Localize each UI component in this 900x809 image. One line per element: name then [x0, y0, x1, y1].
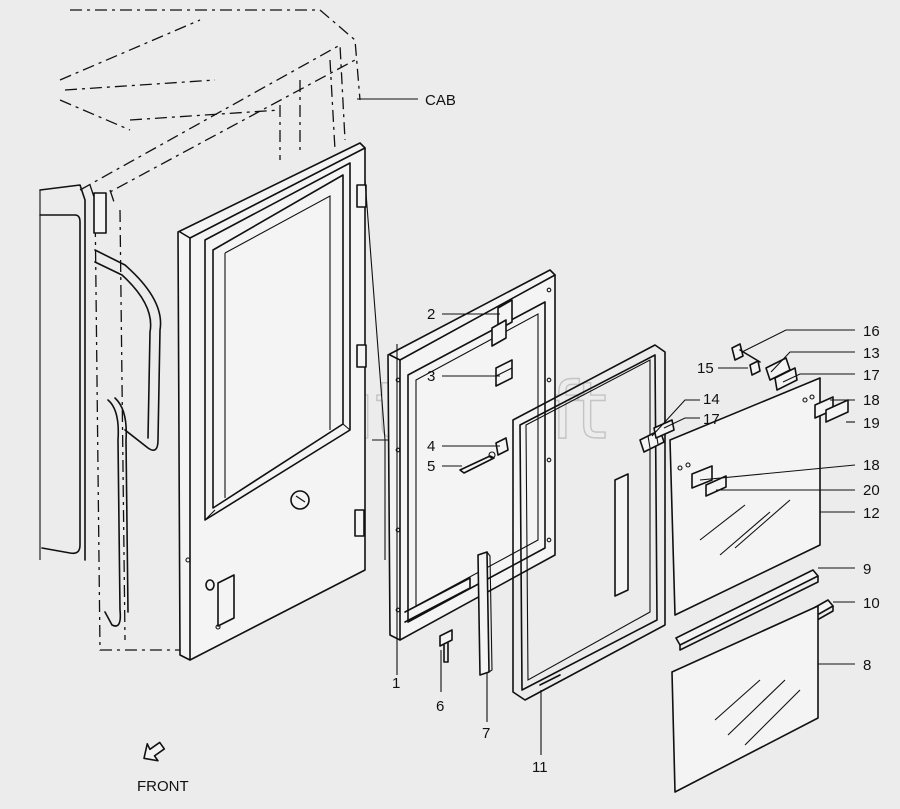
grab-handle: [94, 249, 162, 627]
callout-19: 19: [863, 415, 880, 432]
callout-8: 8: [863, 657, 871, 674]
part-8-lower-glass: [671, 605, 819, 793]
part-9-channel: [675, 569, 819, 651]
callout-1: 1: [392, 675, 400, 692]
callout-3: 3: [427, 368, 435, 385]
part-15-screw: [749, 360, 761, 376]
callout-14: 14: [703, 391, 720, 408]
cab-left-wall: [39, 184, 107, 561]
part-1-window-frame: [387, 269, 556, 641]
part-5-pin: [459, 451, 496, 474]
callout-17-lower: 17: [703, 411, 720, 428]
part-18-plate-lower: [691, 465, 713, 489]
part-20-pad: [705, 475, 727, 497]
callout-7: 7: [482, 725, 490, 742]
callout-2: 2: [427, 306, 435, 323]
callout-5: 5: [427, 458, 435, 475]
part-7-seal-strip: [477, 551, 493, 676]
leader-lines: [357, 98, 856, 755]
part-3-latch: [495, 359, 513, 387]
callout-4: 4: [427, 438, 435, 455]
cab-label: CAB: [425, 92, 456, 109]
front-label: FRONT: [137, 778, 189, 795]
part-11-seal-frame: [512, 344, 666, 701]
callout-15: 15: [697, 360, 714, 377]
callout-20: 20: [863, 482, 880, 499]
callout-11: 11: [532, 759, 548, 776]
part-13-hinge: [765, 357, 798, 391]
callout-17-upper: 17: [863, 367, 880, 384]
cab-outline: [59, 9, 361, 651]
callout-10: 10: [863, 595, 880, 612]
callout-12: 12: [863, 505, 880, 522]
part-19-pad: [825, 399, 849, 423]
callout-6: 6: [436, 698, 444, 715]
callout-13: 13: [863, 345, 880, 362]
cab-door: [177, 142, 390, 661]
callout-18-upper: 18: [863, 392, 880, 409]
part-4-catch: [495, 437, 509, 456]
part-2-latch: [491, 299, 513, 347]
part-17-pad-lower: [653, 419, 675, 439]
part-12-upper-glass: [669, 377, 821, 616]
part-6-bolt: [439, 629, 453, 663]
front-arrow-icon: [143, 741, 166, 762]
part-16-screw: [731, 343, 761, 363]
callout-9: 9: [863, 561, 871, 578]
callout-16: 16: [863, 323, 880, 340]
callout-18-lower: 18: [863, 457, 880, 474]
